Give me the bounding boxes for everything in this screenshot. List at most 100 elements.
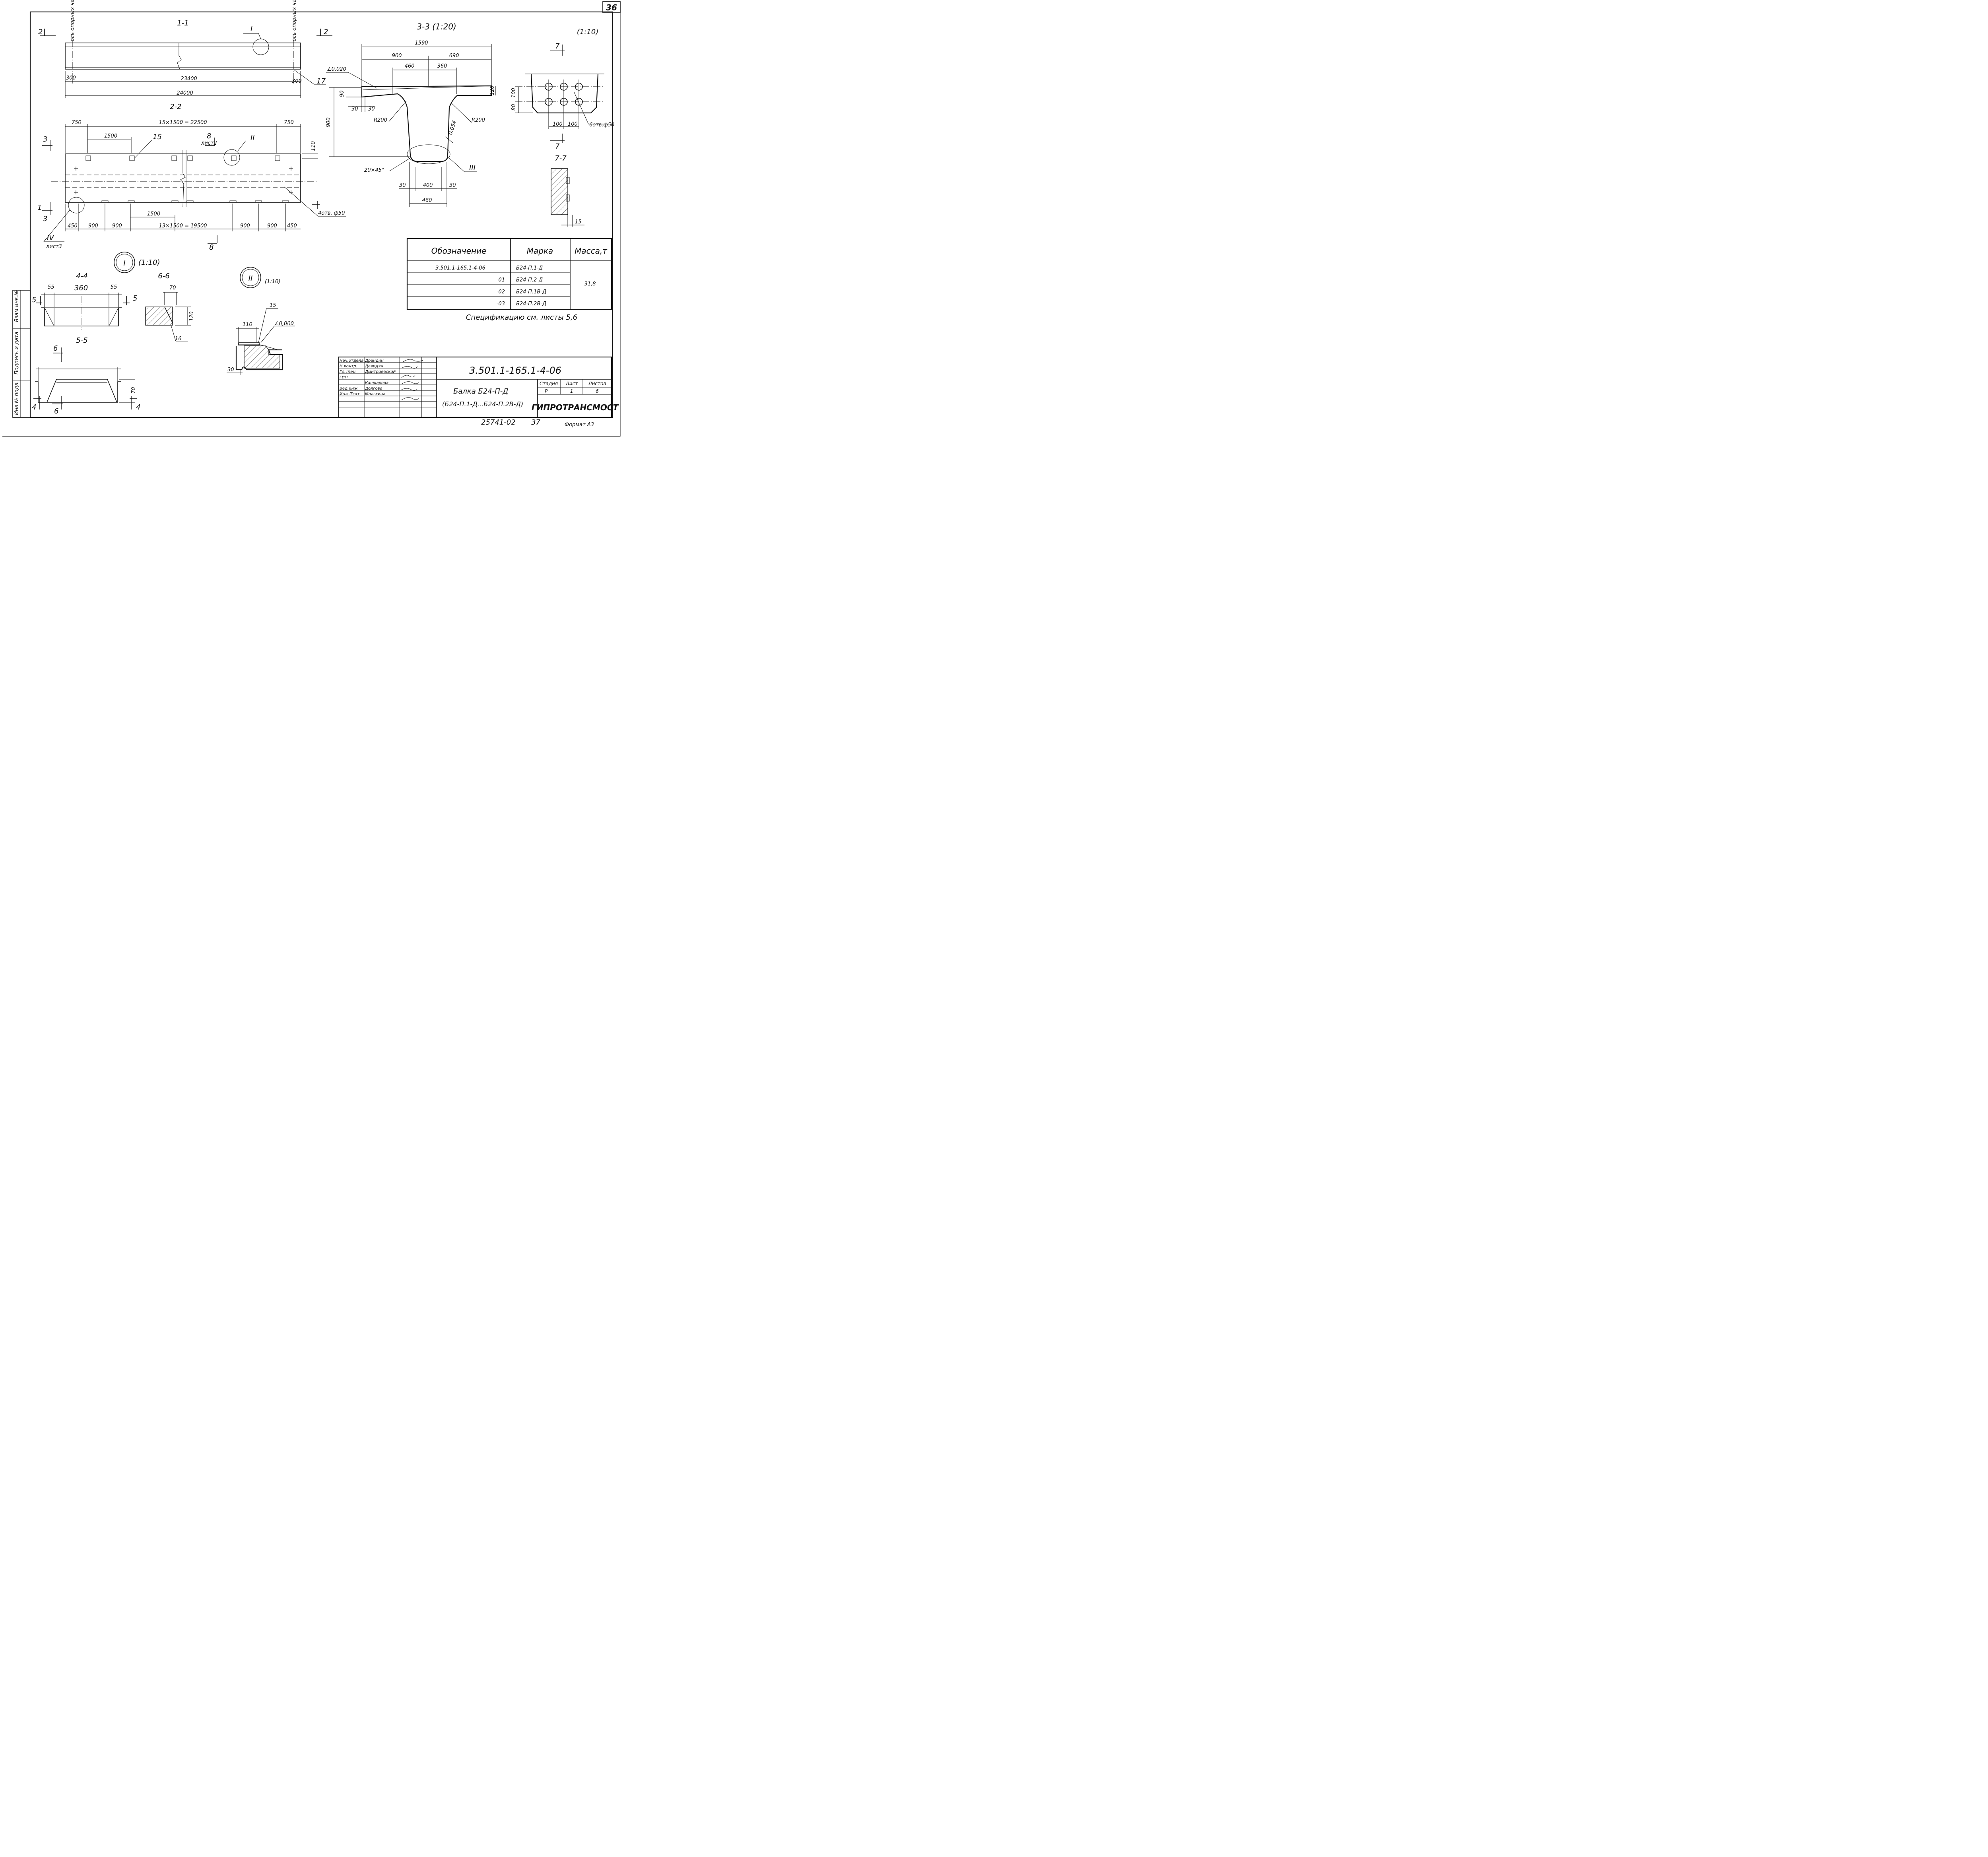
dim-23400: 23400 [181,76,197,82]
dim-30-node: 30 [227,367,234,373]
callout-IV: IV [47,234,54,242]
marker-1: 1 [37,204,42,212]
title-block [338,356,612,418]
dim-360-node: 360 [74,284,88,292]
radius-left: R200 [374,117,387,123]
dim-110-node: 110 [243,322,252,328]
node-II-scale: (1:10) [265,279,280,285]
section-1-1-title: 1-1 [177,19,188,27]
dim-30-d: 30 [449,182,456,188]
detail-scale: (1:10) [577,28,598,36]
callout-I: I [250,25,252,33]
position-16: 16 [175,336,182,342]
sheet-number: 36 [606,3,617,12]
marker-3-bottom: 3 [43,215,47,223]
section-1-1 [40,29,332,98]
dim-900-2: 900 [112,223,122,229]
dim-750-left: 750 [72,120,82,126]
marker-6-top: 6 [53,344,58,353]
axis-label-right: ось опорных частей [291,0,297,41]
role-gip: ГИП [340,375,348,380]
marker-6-bottom: 6 [54,407,58,415]
position-15: 15 [153,133,162,141]
marker-4-right: 4 [136,403,140,411]
stamp-inv-orig: Инв.№ подл. [14,381,20,415]
radius-right: R200 [472,117,485,123]
dim-100-vert: 100 [511,88,517,98]
marker-8-top: 8 [207,132,211,140]
spec-header-designation: Обозначение [431,246,487,256]
organization: ГИПРОТРАНСМОСТ [532,403,619,412]
callout-III: III [469,164,476,172]
dim-300-left: 300 [66,75,76,81]
dim-55-right: 55 [111,284,117,290]
dim-70-node: 70 [169,285,176,291]
spec-note: Спецификацию см. листы 5,6 [466,313,577,322]
dim-110: 110 [311,141,316,151]
marker-2-right: 2 [324,28,328,36]
node-I-label: I [123,259,125,268]
dim-690: 690 [449,53,459,59]
dim-900-flange: 900 [392,53,402,59]
node-II [227,267,295,375]
stage-value: Р [545,388,548,394]
section-7-7-title: 7-7 [555,154,567,163]
role-head: Нач.отдела [340,359,363,363]
dim-450-right: 450 [287,223,297,229]
dim-19500: 13×1500 = 19500 [159,223,207,229]
dim-400: 400 [423,182,433,188]
spec-header-mark: Марка [527,246,553,256]
spec-row-mark: Б24-П.1В-Д [516,289,546,295]
dim-1590: 1590 [415,40,428,46]
dim-90: 90 [339,90,345,97]
role-lead: Вед.инж. [340,386,359,391]
drawing-sheet: 36 Взам.инв.№ Подпись и дата Инв.№ подл.… [0,0,623,440]
dim-360: 360 [437,63,447,69]
name-gip: Кашкарова [365,381,388,385]
sheet-value: 1 [570,388,573,394]
section-3-3 [326,44,496,207]
dim-30-a: 30 [351,106,358,112]
name-head: Драндин [365,359,384,363]
role-norm: Н.контр. [340,364,357,369]
archive-number: 25741-02 [481,418,516,427]
doc-name-line2: (Б24-П.1-Д...Б24-П.2В-Д) [442,400,523,408]
position-15-node: 15 [270,303,276,309]
dim-900-1: 900 [88,223,98,229]
dim-15: 15 [575,219,582,225]
marker-8-sheet: лист2 [201,140,217,146]
archive-suffix: 37 [531,418,540,427]
section-2-2 [42,124,346,244]
dim-22500: 15×1500 = 22500 [159,120,207,126]
name-chief: Дмитриевский [365,370,396,374]
frame [2,1,621,437]
spec-row-designation: -02 [497,289,505,295]
marker-5-left: 5 [32,296,36,304]
six-holes: 6отв.ф50 [589,122,614,128]
name-eng: Мальгина [365,392,385,396]
sheet-label: Лист [565,381,578,386]
role-chief: Гл.спец. [340,370,357,374]
dim-30-b: 30 [368,106,375,112]
position-17: 17 [316,77,326,85]
dim-80: 80 [511,104,517,111]
dim-750-right: 750 [284,120,294,126]
stamp-replace-inv: Взам.инв.№ [14,290,20,322]
chamfer: 20×45° [364,167,384,173]
marker-3-top: 3 [43,135,47,144]
spec-mass: 31,8 [584,281,596,287]
dim-120-node: 120 [189,311,195,321]
dim-55-left: 55 [48,284,54,290]
detail-holes [515,45,612,227]
section-3-3-title: 3-3 (1:20) [417,22,456,31]
spec-row-mark: Б24-П.1-Д [516,265,543,271]
section-6-6-title: 6-6 [158,272,169,280]
dim-120: 120 [489,85,495,95]
callout-II: II [250,134,255,142]
sheets-label: Листов [588,381,606,386]
spec-row-designation: -01 [497,277,505,283]
role-eng: Инж.Ткат [340,392,360,396]
dim-100-a: 100 [553,121,563,127]
section-4-4-title: 4-4 [76,272,87,280]
section-2-2-title: 2-2 [170,103,181,111]
